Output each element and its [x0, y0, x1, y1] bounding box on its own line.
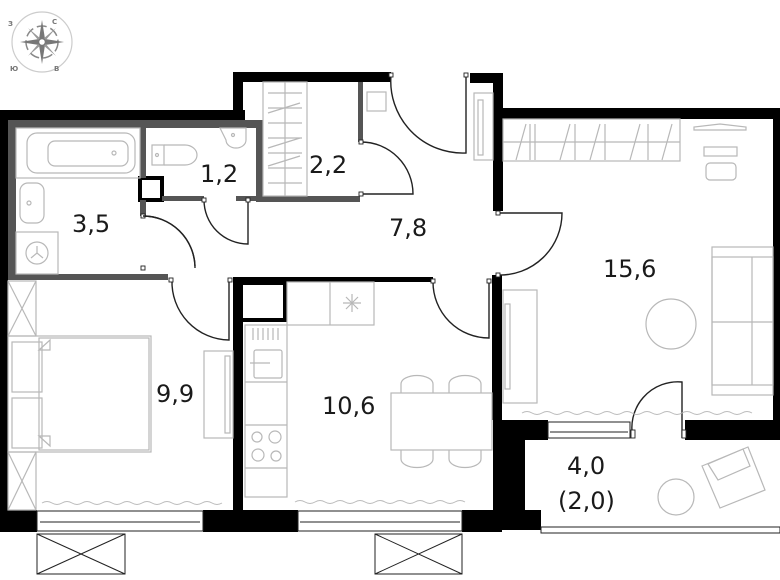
tv-stand-icon	[502, 289, 538, 404]
compass-rose-icon: С З Ю В	[8, 11, 73, 73]
kitchen-counter-icon	[244, 281, 375, 498]
doors	[140, 72, 687, 439]
sofa-icon	[711, 246, 774, 396]
room-area-bathroom: 3,5	[72, 210, 110, 238]
bedroom-wardrobe-icon	[7, 280, 37, 511]
compass-north-label: С	[52, 18, 57, 26]
room-area-bedroom: 9,9	[156, 380, 194, 408]
sink-icon	[19, 182, 45, 224]
bathtub-icon	[15, 127, 141, 179]
loggia-table-icon	[657, 478, 695, 516]
toilet-icon	[151, 144, 198, 166]
desk-icon	[693, 123, 747, 181]
radiators	[41, 411, 753, 505]
stove-icon	[251, 430, 282, 462]
room-area-wc: 1,2	[200, 160, 238, 188]
room-area-hallway: 7,8	[389, 214, 427, 242]
wc-sink-icon	[219, 127, 247, 149]
kitchen-sink-icon	[250, 349, 283, 379]
fridge-snowflake-icon	[343, 294, 361, 312]
compass-west-label: З	[8, 20, 13, 28]
washing-machine-icon	[15, 231, 59, 275]
boiler-icon	[366, 91, 387, 112]
coffee-table-icon	[645, 298, 697, 350]
living-wardrobe-icon	[502, 118, 681, 162]
compass-east-label: В	[54, 65, 59, 73]
room-area-kitchen: 10,6	[322, 392, 375, 420]
bed-icon	[7, 335, 152, 453]
armchair-icon	[701, 446, 766, 509]
storage-shelving-icon	[262, 81, 308, 197]
exterior-walls	[0, 72, 780, 532]
room-area-loggia: 4,0	[567, 452, 605, 480]
room-reduced-area-loggia: (2,0)	[558, 487, 615, 515]
compass-south-label: Ю	[10, 65, 18, 73]
room-area-storage: 2,2	[309, 151, 347, 179]
windows	[36, 421, 780, 575]
room-area-living-room: 15,6	[603, 255, 656, 283]
hallway-wardrobe-icon	[473, 92, 494, 161]
dining-table-icon	[390, 374, 493, 469]
dresser-icon	[203, 350, 234, 439]
